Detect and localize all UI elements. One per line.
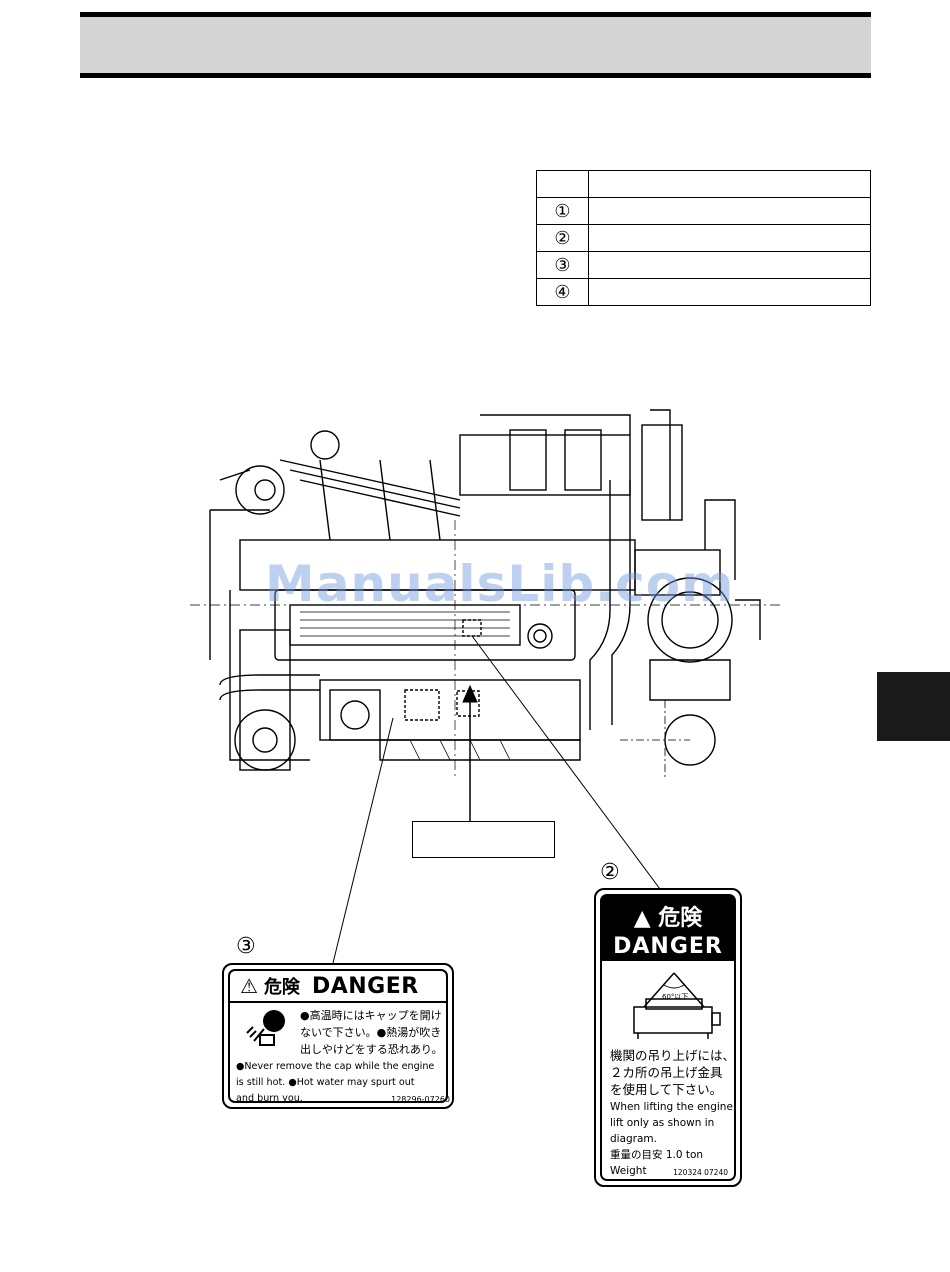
- label-header-jp: 危険: [658, 906, 703, 931]
- danger-label-radiator-cap: ⚠ 危険 DANGER ●高温時にはキャップを開け ないで下さい。●熱湯が吹き …: [222, 963, 454, 1109]
- label-table: ① ② ③ ④: [536, 170, 871, 306]
- warning-triangle-icon: ▲: [633, 906, 651, 931]
- table-row: ④: [536, 278, 871, 306]
- engine-diagram: [190, 409, 780, 780]
- callout-box: [412, 821, 555, 858]
- row-number: ①: [536, 197, 589, 225]
- jp-line: ●高温時にはキャップを開け: [300, 1009, 442, 1022]
- row-number: ②: [536, 224, 589, 252]
- warning-triangle-icon: ⚠: [240, 974, 258, 998]
- label-en-text: ●Never remove the cap while the engine i…: [236, 1059, 450, 1108]
- table-row: ①: [536, 197, 871, 225]
- jp-line: 機関の吊り上げには、: [610, 1048, 736, 1063]
- label-header: ▲ 危険 DANGER: [600, 894, 736, 961]
- section-side-tab: [877, 672, 950, 741]
- label-header: ⚠ 危険 DANGER: [230, 971, 446, 1003]
- label-header-jp: 危険: [263, 977, 300, 998]
- part-code: 128296-07260: [391, 1095, 450, 1104]
- label-header-en: DANGER: [311, 973, 419, 999]
- hot-cap-icon: [246, 1010, 285, 1046]
- jp-line: を使用して下さい。: [610, 1082, 723, 1097]
- label-jp-text: ●高温時にはキャップを開け ないで下さい。●熱湯が吹き 出しやけどをする恐れあり…: [300, 1007, 450, 1058]
- row-text: [588, 197, 871, 225]
- weight-label: Weight: [610, 1165, 647, 1177]
- en-line: diagram.: [610, 1133, 657, 1145]
- label-header-en: DANGER: [613, 934, 723, 959]
- en-line: and burn you.: [236, 1093, 303, 1104]
- label-body: 60°以下 機関の吊り上げには、 ２カ所の吊上げ金具 を使用して下さい。 Whe…: [600, 961, 736, 1181]
- section-header-bar: [80, 12, 871, 78]
- part-code: 120324 07240: [673, 1168, 728, 1177]
- label-en-text: When lifting the engine, lift only as sh…: [610, 1099, 738, 1179]
- en-line: lift only as shown in: [610, 1117, 715, 1129]
- jp-line: ないで下さい。●熱湯が吹き: [300, 1026, 442, 1039]
- danger-label-lifting: ▲ 危険 DANGER 60°以下 機関の吊り上げには、 ２カ所の吊上げ金具 を…: [594, 888, 742, 1187]
- weight-line: 重量の目安 1.0 ton: [610, 1149, 704, 1161]
- callout-number-2: ②: [600, 860, 620, 885]
- en-line: ●Never remove the cap while the engine: [236, 1061, 435, 1072]
- callout-number-3: ③: [236, 934, 256, 959]
- jp-line: 出しやけどをする恐れあり。: [300, 1043, 443, 1056]
- row-number: ④: [536, 278, 589, 306]
- label-frame: ⚠ 危険 DANGER ●高温時にはキャップを開け ないで下さい。●熱湯が吹き …: [228, 969, 450, 1104]
- label-jp-text: 機関の吊り上げには、 ２カ所の吊上げ金具 を使用して下さい。: [610, 1047, 738, 1098]
- lift-angle-text: 60°以下: [662, 993, 688, 1001]
- table-row: ③: [536, 251, 871, 279]
- en-line: When lifting the engine,: [610, 1101, 737, 1113]
- jp-line: ２カ所の吊上げ金具: [610, 1065, 723, 1080]
- watermark: ManualsLib.com: [265, 555, 735, 613]
- en-line: is still hot. ●Hot water may spurt out: [236, 1077, 415, 1088]
- table-header-row: [536, 170, 871, 198]
- row-text: [588, 278, 871, 306]
- lifting-diagram-icon: 60°以下: [633, 972, 721, 1039]
